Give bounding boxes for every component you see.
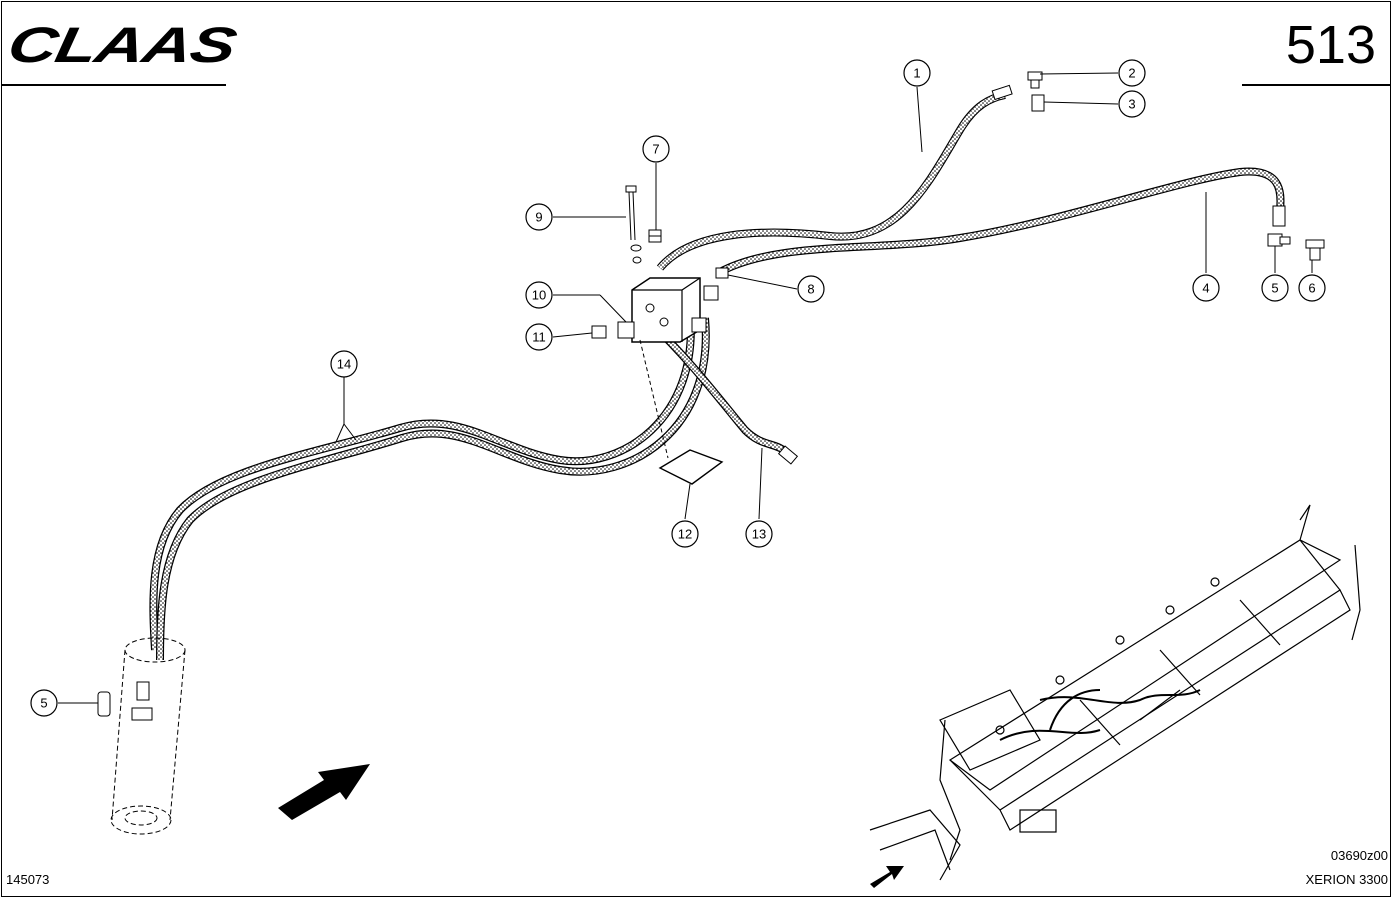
svg-text:5: 5 [40, 696, 47, 711]
callout-2: 2 [1118, 59, 1146, 87]
callout-11: 11 [525, 323, 553, 351]
fitting-part-2 [1027, 71, 1043, 89]
svg-text:6: 6 [1308, 281, 1315, 296]
svg-text:2: 2 [1128, 66, 1135, 81]
svg-text:13: 13 [752, 527, 766, 542]
direction-arrow [278, 764, 370, 820]
header-rule-right [1242, 84, 1390, 86]
fitting-part-6 [1305, 239, 1325, 261]
hydraulic-cylinder [110, 637, 186, 835]
callout-3: 3 [1118, 90, 1146, 118]
cylinder-fittings [131, 681, 153, 721]
fitting-part-8 [715, 267, 729, 279]
chassis-thumbnail [869, 504, 1361, 881]
svg-text:12: 12 [678, 527, 692, 542]
callout-9: 9 [525, 203, 553, 231]
fitting-part-11 [591, 325, 607, 339]
hose-4 [718, 167, 1286, 276]
reference-code: 03690z00 [1330, 848, 1388, 863]
hose-1 [656, 84, 1013, 271]
fitting-part-7 [648, 229, 662, 243]
callout-12: 12 [671, 520, 699, 548]
callout-8: 8 [797, 275, 825, 303]
svg-text:3: 3 [1128, 97, 1135, 112]
bolt-part-9 [625, 185, 642, 264]
svg-text:8: 8 [807, 282, 814, 297]
callout-7: 7 [642, 135, 670, 163]
drawing-id: 145073 [6, 872, 50, 887]
valve-block [617, 277, 719, 343]
callout-13: 13 [745, 520, 773, 548]
callout-1: 1 [903, 59, 931, 87]
page-number: 513 [1285, 15, 1376, 75]
leader-lines [58, 72, 1313, 704]
svg-text:11: 11 [532, 330, 546, 345]
callout-4: 4 [1192, 274, 1220, 302]
plate-part-12 [658, 449, 724, 485]
svg-text:7: 7 [652, 142, 659, 157]
fitting-part-3 [1031, 94, 1045, 112]
svg-text:1: 1 [913, 66, 920, 81]
callout-14: 14 [330, 350, 358, 378]
hose-14 [149, 311, 710, 661]
callout-5: 5 [1261, 274, 1289, 302]
model-name: XERION 3300 [1305, 872, 1388, 887]
svg-text:4: 4 [1202, 281, 1209, 296]
thumbnail-direction-arrow [870, 866, 904, 888]
header-rule-left [2, 84, 226, 86]
fitting-part-5-lower [97, 691, 111, 717]
callout-5-lower: 5 [30, 689, 58, 717]
callout-10: 10 [525, 281, 553, 309]
svg-text:5: 5 [1271, 281, 1278, 296]
svg-text:9: 9 [535, 210, 542, 225]
svg-text:10: 10 [532, 288, 546, 303]
hose-13 [647, 319, 799, 465]
fitting-part-5 [1267, 233, 1291, 247]
callout-6: 6 [1298, 274, 1326, 302]
svg-text:14: 14 [337, 357, 351, 372]
